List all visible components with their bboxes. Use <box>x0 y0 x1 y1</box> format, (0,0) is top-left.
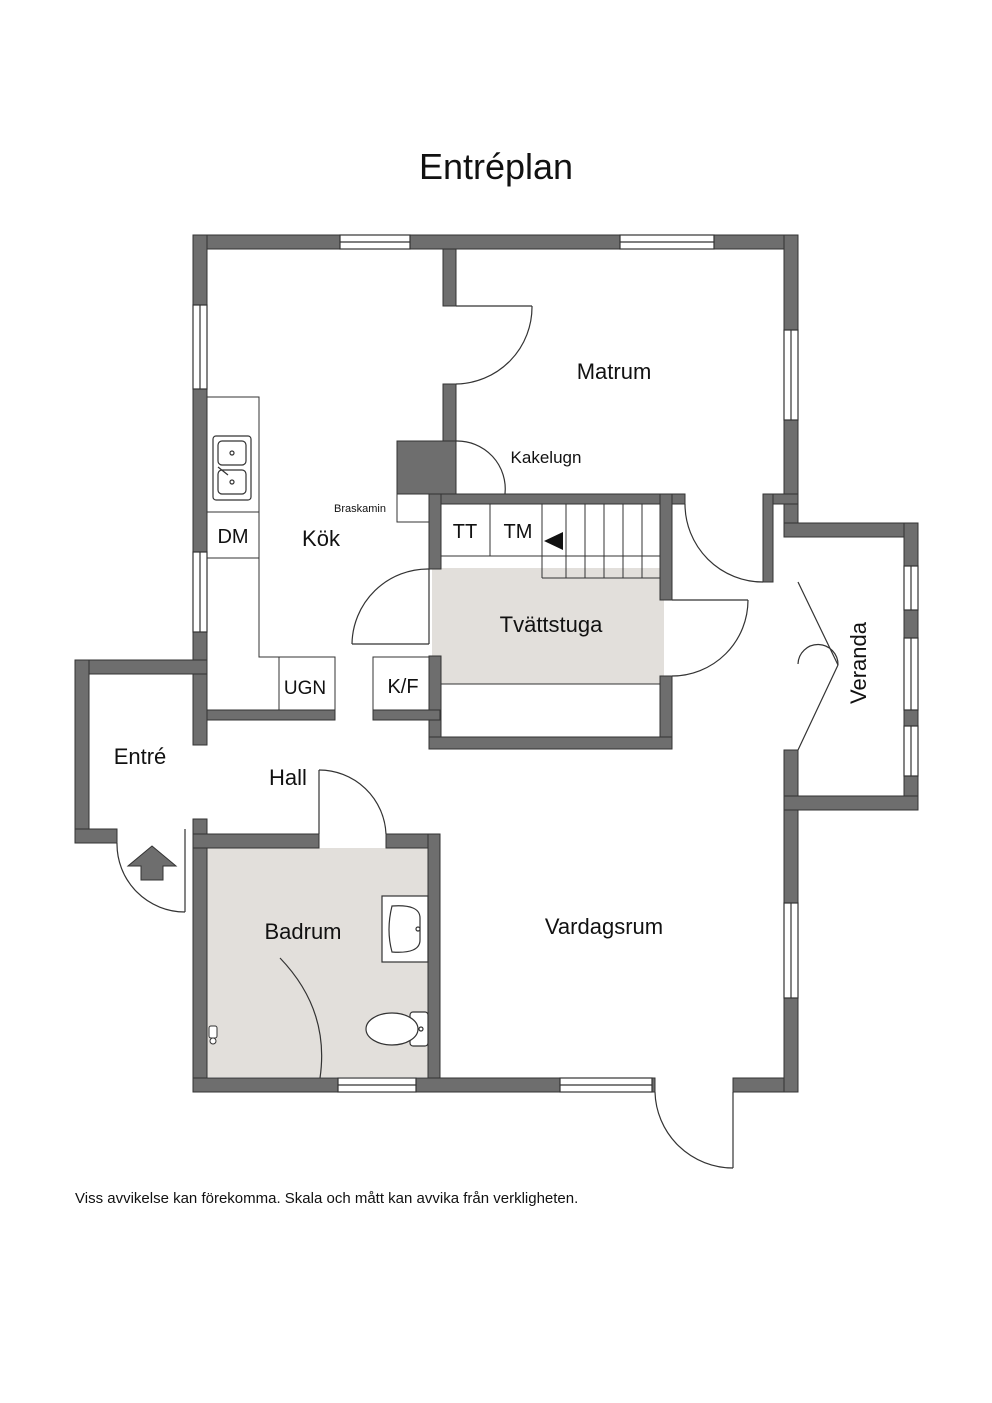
kitchen-sink-icon <box>212 435 252 501</box>
room-label-hall: Hall <box>269 765 307 790</box>
kitchen-counter <box>207 396 430 711</box>
appliance-label-tt: TT <box>453 521 477 543</box>
windows <box>192 234 919 1093</box>
room-label-braskamin: Braskamin <box>334 503 386 515</box>
doors <box>116 305 839 1169</box>
room-label-matrum: Matrum <box>577 359 652 384</box>
room-label-kakelugn: Kakelugn <box>511 448 582 467</box>
appliance-label-kf: K/F <box>387 676 418 698</box>
disclaimer-text: Viss avvikelse kan förekomma. Skala och … <box>75 1190 579 1207</box>
tvattstuga-floor <box>432 568 664 684</box>
appliance-label-tm: TM <box>504 521 533 543</box>
shower-icon <box>208 1025 218 1045</box>
room-label-kok: Kök <box>302 526 341 551</box>
toilet-icon <box>365 1011 429 1047</box>
room-label-veranda: Veranda <box>846 621 871 704</box>
room-label-tvattstuga: Tvättstuga <box>500 612 603 637</box>
stair-arrow-icon <box>544 532 563 550</box>
room-label-vardagsrum: Vardagsrum <box>545 914 663 939</box>
stairs <box>440 503 661 685</box>
room-label-badrum: Badrum <box>264 919 341 944</box>
plan-title: Entréplan <box>418 146 574 187</box>
appliance-label-dm: DM <box>217 526 248 548</box>
washbasin-icon <box>381 895 429 963</box>
room-label-entre: Entré <box>114 744 167 769</box>
entrance-arrow-icon <box>126 845 178 881</box>
appliance-label-ugn: UGN <box>284 678 326 699</box>
